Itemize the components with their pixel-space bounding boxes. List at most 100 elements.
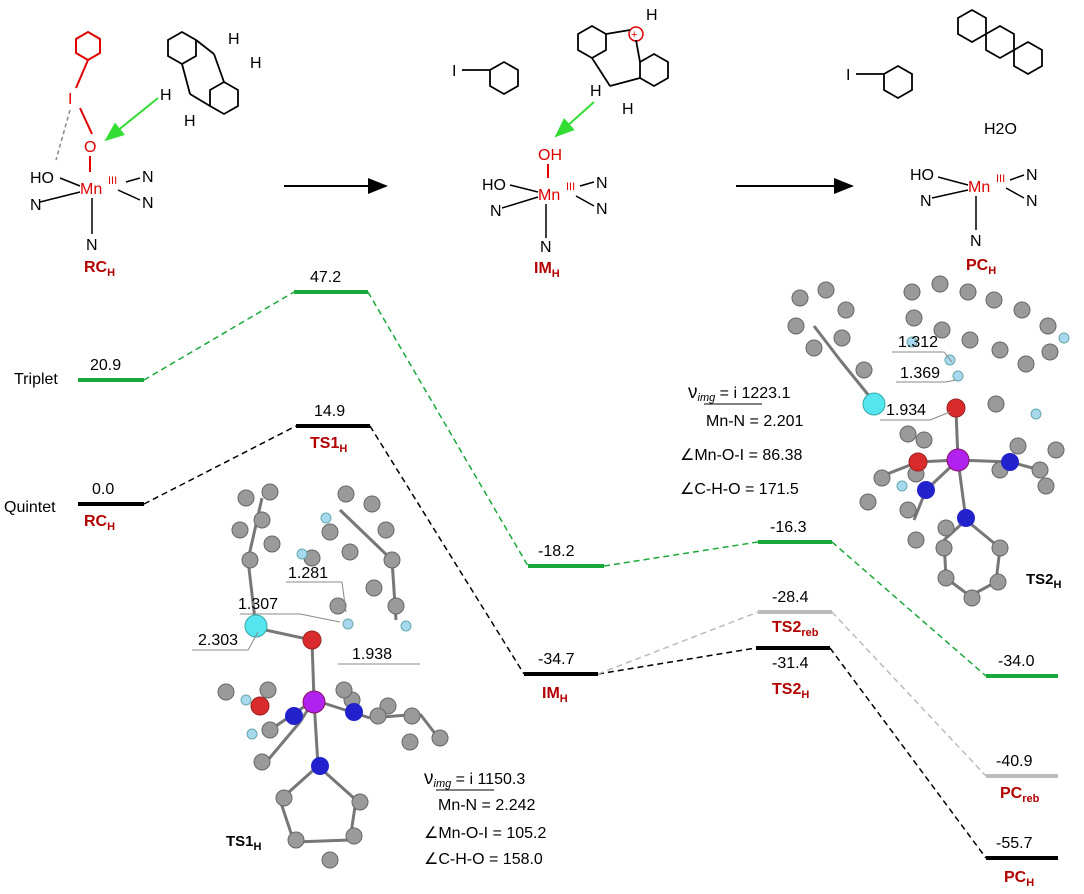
ts1-dist-4: 1.938 — [352, 646, 392, 663]
triplet-state-label: Triplet — [14, 371, 58, 388]
ts1-dist-2: 1.307 — [238, 596, 278, 613]
quintet-state-label: Quintet — [4, 499, 56, 516]
triplet-connectors — [143, 291, 987, 677]
ts2-n2 — [1001, 453, 1019, 471]
rc-structure: I O Mn III HO N N N N RCH H H H H — [30, 30, 262, 279]
value-ts2-triplet: -16.3 — [770, 519, 807, 536]
ts2-mn-n: Mn-N = 2.201 — [706, 413, 803, 430]
im-n3: N — [596, 201, 608, 218]
im-structure: I + H H H OH Mn III HO N N N N IMH — [452, 7, 669, 280]
ts2-nu: νimg = i 1223.1 — [688, 382, 791, 404]
ts1-dist-3: 2.303 — [198, 632, 238, 649]
ts1-n3 — [311, 757, 329, 775]
ts1-iodine-atom — [244, 614, 268, 638]
ts1-oh-oxygen — [250, 696, 270, 716]
species-labels: RCH TS1H IMH TS2reb TS2H PCreb PCH — [84, 435, 1040, 889]
pc-ho: HO — [910, 167, 934, 184]
rc-mn: Mn — [80, 181, 102, 198]
ts1-angle-2: ∠C-H-O = 158.0 — [424, 851, 543, 868]
rc-label: RCH — [84, 259, 115, 279]
im-iodo-i: I — [452, 63, 456, 80]
label-ts2: TS2H — [772, 681, 809, 701]
im-ho: HO — [482, 177, 506, 194]
label-ts2-reb: TS2reb — [772, 619, 819, 639]
ts1-dist-1: 1.281 — [288, 565, 328, 582]
pc-iodo-i: I — [846, 67, 850, 84]
ts2-oh-oxygen — [908, 452, 928, 472]
ts2-dist-3: 1.934 — [886, 402, 926, 419]
value-im-quintet: -34.7 — [538, 651, 575, 668]
ts2-distance-leaders — [880, 351, 957, 421]
ts2-iodine-atom — [862, 392, 886, 416]
ts2-n1 — [917, 481, 935, 499]
ts2-3d-model: 1.312 1.369 1.934 TS2H νimg = i 1223.1 M… — [680, 275, 1070, 607]
label-rc: RCH — [84, 513, 115, 533]
label-im: IMH — [542, 685, 568, 705]
ts1-model-label: TS1H — [226, 833, 262, 853]
anthracene-ring-3 — [1013, 40, 1043, 76]
ts1-oxo-atom — [302, 630, 322, 650]
im-h1: H — [646, 7, 658, 24]
anthracene-ring-2 — [985, 24, 1015, 60]
rebound-connectors — [597, 611, 987, 777]
im-n2: N — [596, 175, 608, 192]
ts1-n2 — [345, 703, 363, 721]
pc-water: H2O — [984, 121, 1017, 138]
energy-levels — [78, 290, 1058, 860]
im-n4: N — [540, 239, 552, 256]
label-pc-reb: PCreb — [1000, 785, 1040, 805]
rc-oxo: O — [84, 139, 96, 156]
pc-n1: N — [920, 193, 932, 210]
value-rc-triplet: 20.9 — [90, 357, 121, 374]
pc-label: PCH — [966, 257, 996, 277]
ts2-angle-2: ∠C-H-O = 171.5 — [680, 481, 799, 498]
label-pc: PCH — [1004, 869, 1034, 889]
rc-h-abstraction-arrow — [104, 97, 159, 142]
pc-mn: Mn — [968, 179, 990, 196]
value-ts1-quintet: 14.9 — [314, 403, 345, 420]
value-ts2-reb: -28.4 — [772, 589, 809, 606]
ts1-carbon-atoms — [217, 483, 449, 869]
ts2-hydrogen-atoms — [896, 332, 1070, 492]
ts2-dist-1: 1.312 — [898, 334, 938, 351]
rc-h4: H — [184, 113, 196, 130]
ts1-nu: νimg = i 1150.3 — [424, 768, 525, 790]
im-mn-ox: III — [566, 181, 575, 193]
rc-n2: N — [142, 169, 154, 186]
rc-n3: N — [142, 195, 154, 212]
value-ts2-quintet: -31.4 — [772, 655, 809, 672]
ts1-distance-leaders — [192, 581, 420, 665]
rc-mn-ox: III — [108, 175, 117, 187]
ts1-hydrogen-atoms — [240, 512, 412, 740]
value-ts1-triplet: 47.2 — [310, 269, 341, 286]
quintet-connectors — [143, 425, 987, 859]
ts2-oxo-atom — [946, 398, 966, 418]
rc-h3: H — [160, 87, 172, 104]
value-pc-quintet: -55.7 — [996, 835, 1033, 852]
ts2-angle-1: ∠Mn-O-I = 86.38 — [680, 447, 802, 464]
ts1-3d-model: 1.281 1.307 2.303 1.938 TS1H νimg = i 11… — [192, 483, 546, 869]
value-pc-triplet: -34.0 — [998, 653, 1035, 670]
energy-values: 20.9 47.2 -18.2 -16.3 -34.0 0.0 14.9 -34… — [90, 269, 1035, 852]
ts1-angle-1: ∠Mn-O-I = 105.2 — [424, 825, 546, 842]
pc-structure: I H2O Mn III HO N N N N PCH — [846, 8, 1043, 277]
pc-mn-ox: III — [996, 173, 1005, 185]
im-mn: Mn — [538, 187, 560, 204]
ts1-mn-n: Mn-N = 2.242 — [438, 797, 535, 814]
ts1-n1 — [285, 707, 303, 725]
value-im-triplet: -18.2 — [538, 543, 575, 560]
im-label: IMH — [534, 260, 560, 280]
im-oh: OH — [538, 147, 562, 164]
value-pc-reb: -40.9 — [996, 753, 1033, 770]
pc-n3: N — [1026, 193, 1038, 210]
pc-n4: N — [970, 233, 982, 250]
ts2-model-label: TS2H — [1026, 571, 1062, 591]
im-plus: + — [631, 29, 637, 41]
im-n1: N — [490, 203, 502, 220]
rc-n4: N — [86, 237, 98, 254]
pc-n2: N — [1026, 167, 1038, 184]
value-rc-quintet: 0.0 — [92, 481, 114, 498]
im-h3: H — [622, 101, 634, 118]
rc-h2: H — [250, 55, 262, 72]
